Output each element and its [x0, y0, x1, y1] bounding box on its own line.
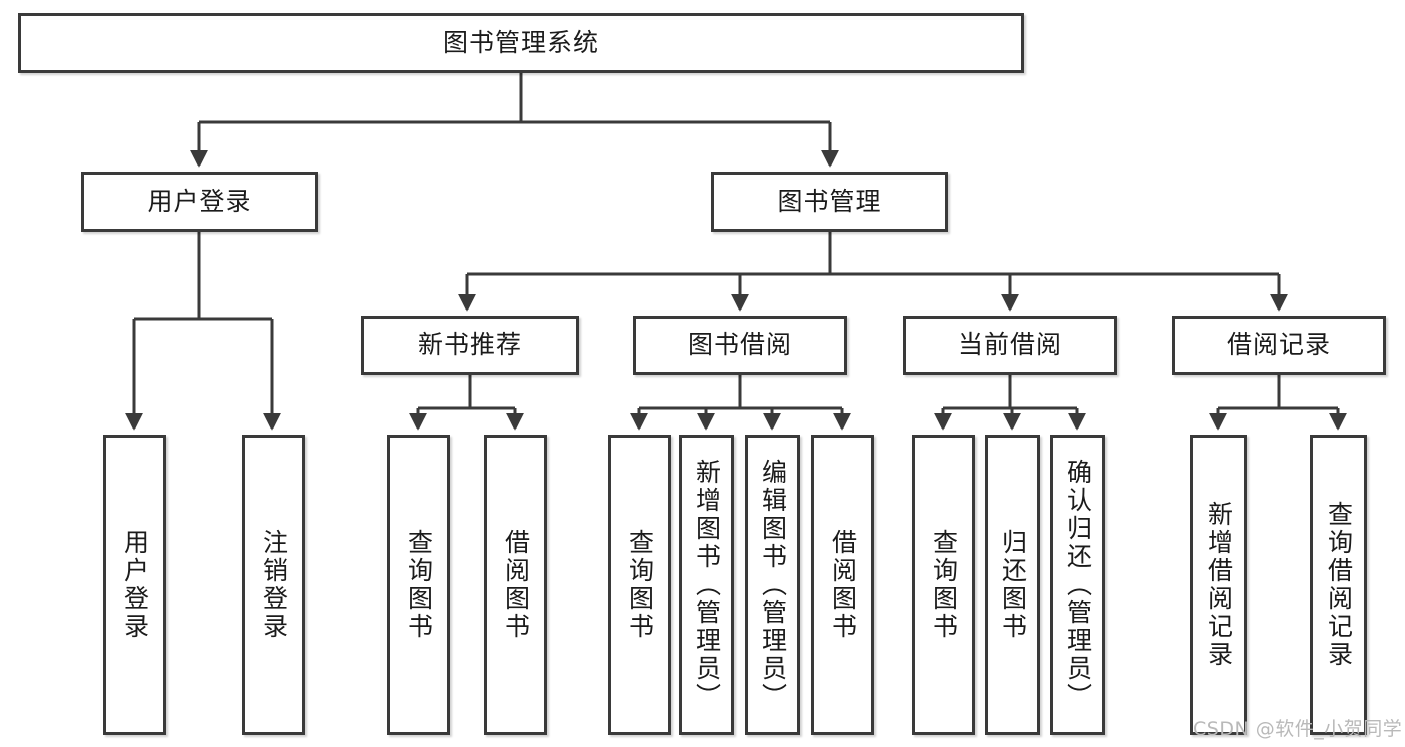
leaf-return-book[interactable]: 归还图书 — [985, 435, 1040, 735]
leaf-query-book-recommend[interactable]: 查询图书 — [387, 435, 450, 735]
leaf-add-book-admin[interactable]: 新增图书（管理员） — [679, 435, 734, 735]
csdn-watermark: CSDN @软件_小贺同学 — [1193, 718, 1403, 740]
leaf-borrow-book-recommend[interactable]: 借阅图书 — [484, 435, 547, 735]
node-current-borrow[interactable]: 当前借阅 — [903, 316, 1117, 375]
leaf-add-borrow-record[interactable]: 新增借阅记录 — [1190, 435, 1247, 735]
leaf-confirm-return-admin-label: 确认归还（管理员） — [1063, 459, 1093, 711]
leaf-edit-book-admin[interactable]: 编辑图书（管理员） — [745, 435, 800, 735]
leaf-user-login[interactable]: 用户登录 — [103, 435, 166, 735]
node-user-login-label: 用户登录 — [147, 186, 252, 216]
leaf-query-book-current[interactable]: 查询图书 — [912, 435, 975, 735]
leaf-query-book-recommend-label: 查询图书 — [404, 529, 434, 641]
leaf-query-book-current-label: 查询图书 — [929, 529, 959, 641]
leaf-query-borrow-record[interactable]: 查询借阅记录 — [1310, 435, 1367, 735]
node-borrow-record-label: 借阅记录 — [1226, 330, 1331, 360]
node-book-borrow-label: 图书借阅 — [687, 330, 792, 360]
node-book-borrow[interactable]: 图书借阅 — [633, 316, 847, 375]
node-root-label: 图书管理系统 — [442, 27, 599, 57]
node-book-management[interactable]: 图书管理 — [711, 172, 948, 232]
leaf-confirm-return-admin[interactable]: 确认归还（管理员） — [1050, 435, 1105, 735]
leaf-return-book-label: 归还图书 — [998, 529, 1028, 641]
leaf-borrow-book[interactable]: 借阅图书 — [811, 435, 874, 735]
leaf-add-book-admin-label: 新增图书（管理员） — [692, 459, 722, 711]
leaf-borrow-book-label: 借阅图书 — [828, 529, 858, 641]
node-book-management-label: 图书管理 — [777, 186, 882, 216]
leaf-logout-label: 注销登录 — [259, 529, 289, 641]
node-user-login[interactable]: 用户登录 — [81, 172, 318, 232]
node-new-book-recommend[interactable]: 新书推荐 — [361, 316, 579, 375]
leaf-logout[interactable]: 注销登录 — [242, 435, 305, 735]
leaf-query-borrow-record-label: 查询借阅记录 — [1324, 501, 1354, 669]
node-new-book-recommend-label: 新书推荐 — [417, 330, 522, 360]
leaf-query-book-borrow[interactable]: 查询图书 — [608, 435, 671, 735]
node-root[interactable]: 图书管理系统 — [18, 13, 1024, 73]
node-current-borrow-label: 当前借阅 — [957, 330, 1062, 360]
leaf-query-book-borrow-label: 查询图书 — [625, 529, 655, 641]
leaf-edit-book-admin-label: 编辑图书（管理员） — [758, 459, 788, 711]
leaf-add-borrow-record-label: 新增借阅记录 — [1204, 501, 1234, 669]
leaf-user-login-label: 用户登录 — [120, 529, 150, 641]
node-borrow-record[interactable]: 借阅记录 — [1172, 316, 1386, 375]
leaf-borrow-book-recommend-label: 借阅图书 — [501, 529, 531, 641]
